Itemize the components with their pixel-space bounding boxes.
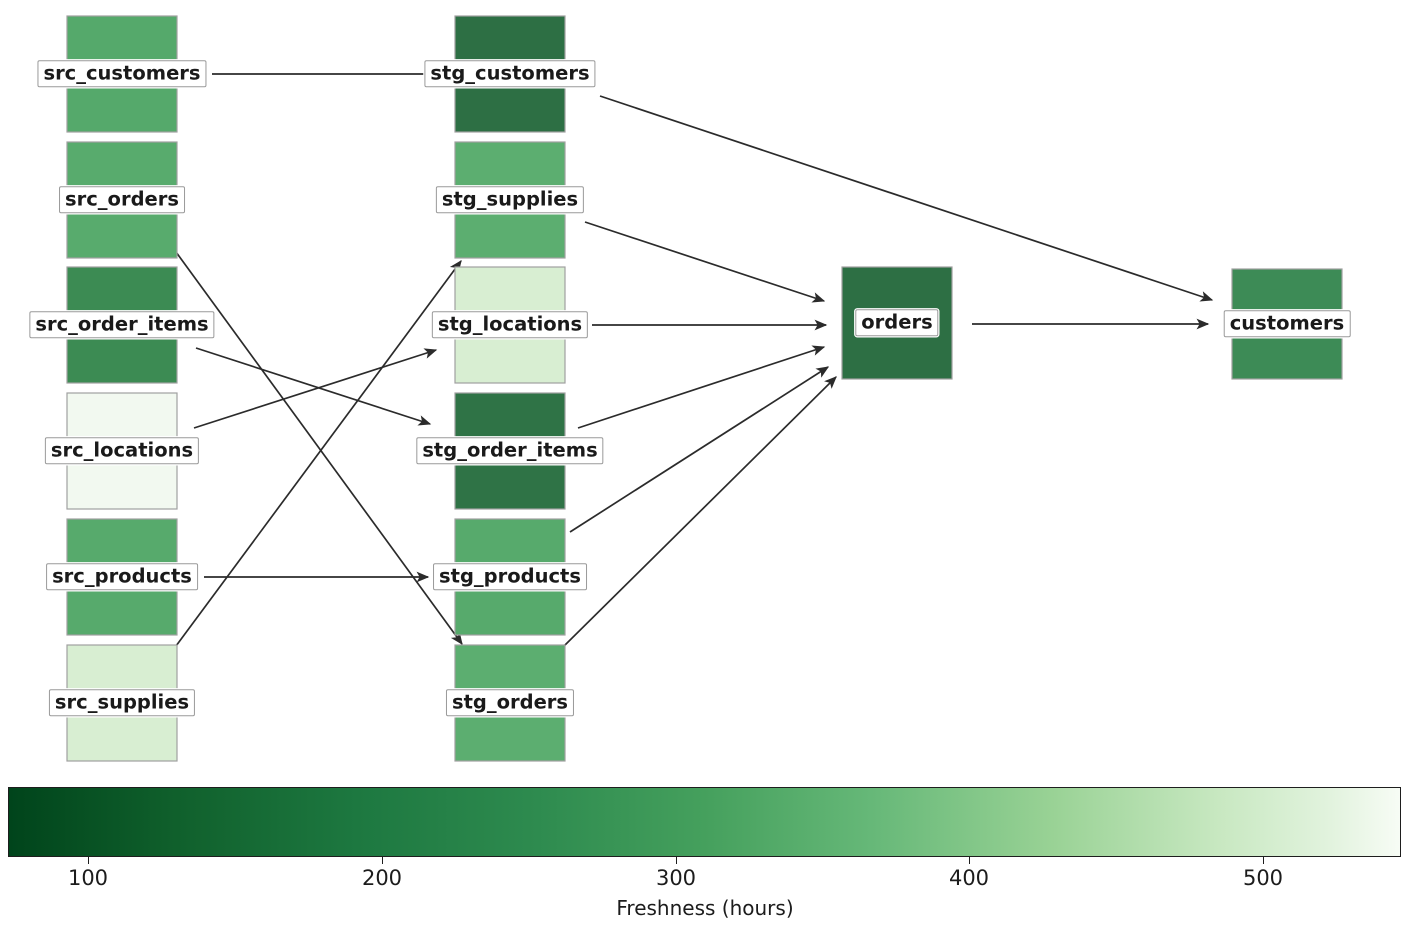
colorbar-tick-label-500: 500 (1242, 866, 1284, 890)
node-label-src_supplies[interactable]: src_supplies (48, 689, 196, 717)
node-label-stg_orders[interactable]: stg_orders (445, 689, 575, 717)
colorbar (8, 787, 1401, 857)
edge-src_locations-to-stg_locations (193, 348, 438, 429)
node-label-src_products[interactable]: src_products (46, 563, 198, 591)
edge-src_orders-to-stg_orders (175, 251, 463, 646)
node-label-stg_locations[interactable]: stg_locations (431, 311, 589, 339)
colorbar-axis: 100 200 300 400 500 (0, 857, 1410, 897)
colorbar-gradient (8, 787, 1401, 857)
edge-src_order_items-to-stg_order_items (195, 347, 432, 426)
colorbar-tick-300 (676, 857, 678, 864)
colorbar-tick-400 (969, 857, 971, 864)
colorbar-tick-label-400: 400 (948, 866, 990, 890)
edge-layer (175, 73, 1214, 649)
edge-stg_order_items-to-orders (577, 345, 826, 429)
colorbar-tick-label-300: 300 (655, 866, 697, 890)
edge-stg_customers-to-customers (599, 95, 1214, 302)
node-label-src_locations[interactable]: src_locations (44, 437, 200, 465)
colorbar-tick-200 (382, 857, 384, 864)
colorbar-tick-100 (88, 857, 90, 864)
edge-stg_products-to-orders (569, 366, 830, 533)
node-label-customers[interactable]: customers (1223, 310, 1351, 338)
node-label-stg_supplies[interactable]: stg_supplies (435, 186, 585, 214)
colorbar-axis-label: Freshness (hours) (616, 896, 794, 920)
colorbar-tick-label-100: 100 (67, 866, 109, 890)
node-label-orders[interactable]: orders (855, 309, 939, 337)
edge-stg_orders-to-orders (561, 376, 837, 649)
colorbar-tick-500 (1263, 857, 1265, 864)
edge-src_supplies-to-stg_supplies (175, 259, 462, 647)
node-label-stg_products[interactable]: stg_products (433, 563, 587, 591)
node-label-src_orders[interactable]: src_orders (59, 186, 185, 214)
node-label-src_order_items[interactable]: src_order_items (29, 311, 215, 339)
node-layer (66, 15, 1343, 762)
node-label-stg_customers[interactable]: stg_customers (424, 60, 596, 88)
colorbar-tick-label-200: 200 (361, 866, 403, 890)
edge-stg_supplies-to-orders (584, 221, 826, 303)
node-label-src_customers[interactable]: src_customers (37, 60, 207, 88)
node-label-stg_order_items[interactable]: stg_order_items (416, 437, 604, 465)
